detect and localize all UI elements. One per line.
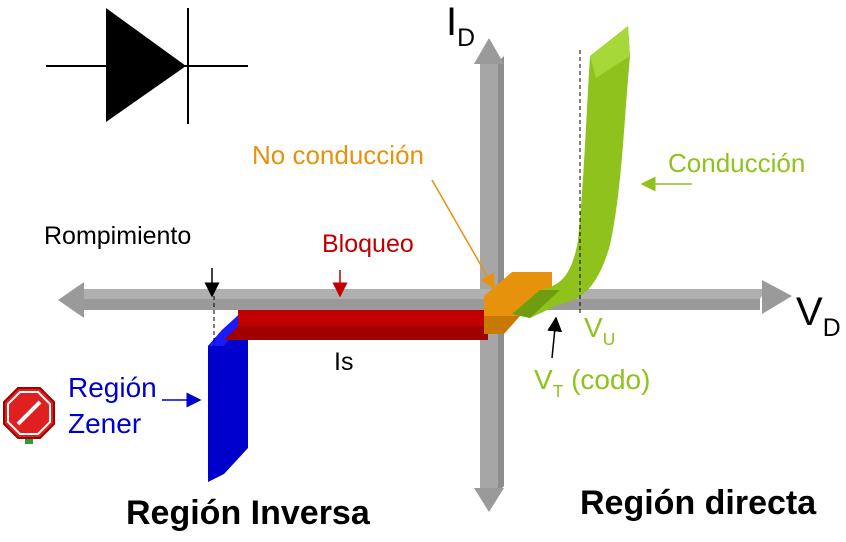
region-zener-line1: Región [68,372,157,403]
region-directa-label: Región directa [580,484,817,522]
conduction-curve [512,26,630,318]
current-axis-label-main: I [446,0,458,44]
no-conduccion-arrow [431,179,495,290]
vt-arrow [547,316,563,359]
vt-label-sub: T [552,380,564,401]
region-zener-label: Región Zener [68,370,157,442]
voltage-axis [58,280,792,318]
vu-label-sub: U [602,328,616,349]
is-label: Is [334,348,354,376]
vu-label-main: V [584,312,603,343]
voltage-axis-label-sub: D [822,315,841,343]
conduccion-label: Conducción [668,148,806,178]
vt-label-suffix: (codo) [563,364,651,395]
no-conduccion-label: No conducción [252,140,424,170]
voltage-axis-label: VD [796,290,841,341]
vt-label-main: V [534,364,553,395]
bloqueo-label: Bloqueo [322,230,414,258]
current-axis-label-sub: D [457,25,476,53]
stop-sign-icon [3,387,55,444]
voltage-axis-label-main: V [796,290,823,334]
vu-label: VU [584,312,615,348]
diode-symbol-icon [46,8,248,124]
vt-label: VT (codo) [534,364,651,400]
current-axis-label: ID [446,0,475,51]
region-inversa-label: Región Inversa [126,494,370,532]
region-zener-line2: Zener [68,408,142,439]
current-axis [474,38,504,512]
rompimiento-label: Rompimiento [44,222,192,250]
blocking-curve [224,310,488,340]
